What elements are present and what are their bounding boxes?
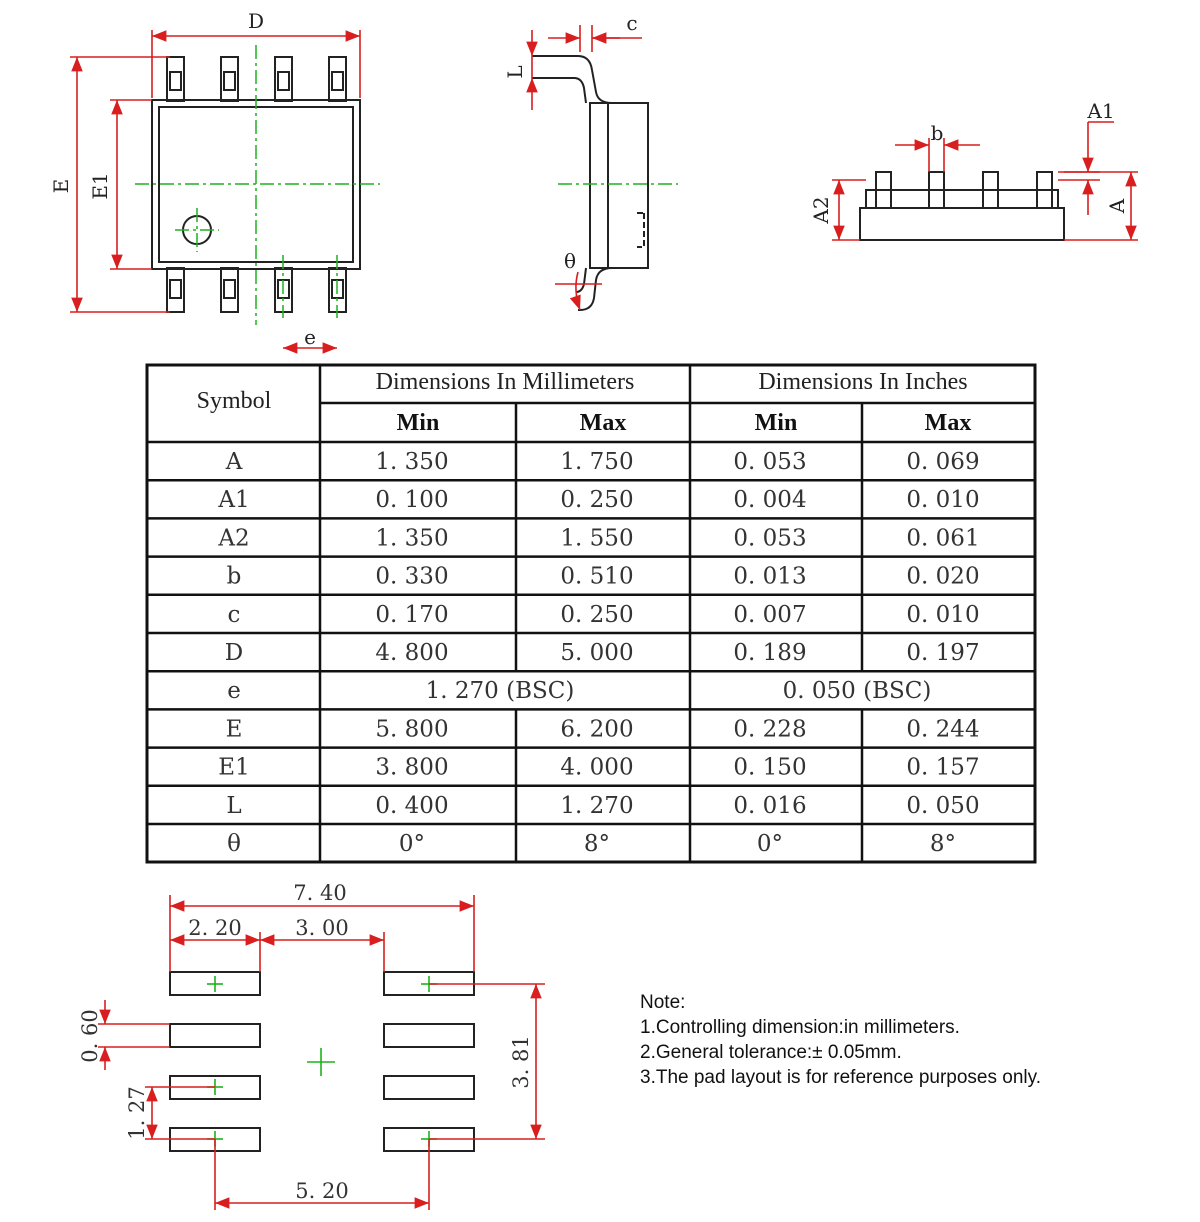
table-cell-in-bsc: 0. 050 (BSC) (783, 678, 932, 704)
table-cell-symbol: L (226, 793, 241, 819)
front-leads (875, 171, 1053, 209)
table-cell-mm-min: 0. 100 (375, 487, 448, 513)
table-cell-symbol: c (228, 602, 241, 628)
table-cell-in-max: 0. 020 (906, 564, 979, 590)
table-cell-symbol: e (227, 678, 241, 704)
dim-label-L: L (503, 65, 527, 78)
dim-label-b: b (931, 121, 944, 145)
table-cell-in-min: 0. 007 (733, 602, 806, 628)
table-cell-in-min: 0° (757, 831, 783, 857)
notes: Note: 1.Controlling dimension:in millime… (640, 992, 1041, 1088)
table-cell-mm-max: 5. 000 (560, 640, 633, 666)
pad-dim-span-rows: 3. 81 (509, 1035, 533, 1088)
table-cell-mm-max: 0. 250 (560, 487, 633, 513)
pad (169, 1023, 261, 1048)
table-cell-in-max: 0. 061 (906, 525, 979, 551)
table-cell-mm-max: 1. 750 (560, 449, 633, 475)
table-cell-mm-max: 6. 200 (560, 716, 633, 742)
header-symbol: Symbol (197, 388, 272, 414)
header-in-max: Max (925, 410, 972, 436)
table-cell-in-max: 8° (930, 831, 956, 857)
table-cell-mm-bsc: 1. 270 (BSC) (426, 678, 575, 704)
table-cell-mm-min: 3. 800 (375, 755, 448, 781)
dimension-table: Symbol Dimensions In Millimeters Dimensi… (145, 363, 1037, 864)
front-view: b A1 A A2 (809, 99, 1138, 241)
dim-label-E: E (49, 179, 73, 194)
table-cell-mm-min: 0. 170 (375, 602, 448, 628)
note-line-1: 1.Controlling dimension:in millimeters. (640, 1017, 960, 1038)
table-cell-in-max: 0. 069 (906, 449, 979, 475)
pad-dim-pitch: 1. 27 (125, 1086, 149, 1139)
pad-dim-inner-gap: 3. 00 (295, 916, 348, 940)
table-cell-mm-max: 0. 510 (560, 564, 633, 590)
front-body (859, 207, 1065, 241)
table-cell-mm-min: 0. 400 (375, 793, 448, 819)
table-cell-in-max: 0. 244 (906, 716, 979, 742)
side-body (589, 102, 649, 269)
table-cell-mm-min: 5. 800 (375, 716, 448, 742)
table-cell-mm-max: 8° (584, 831, 610, 857)
table-cell-in-min: 0. 013 (733, 564, 806, 590)
pad (383, 1075, 475, 1100)
header-inches: Dimensions In Inches (758, 369, 967, 395)
dim-label-E1: E1 (88, 172, 112, 199)
table-cell-mm-max: 1. 550 (560, 525, 633, 551)
pad-layout: 7. 40 2. 20 3. 00 0. 60 1. 27 3. 81 5. 2… (78, 881, 545, 1210)
table-cell-in-max: 0. 010 (906, 487, 979, 513)
top-view: D E E1 e (49, 9, 380, 354)
table-cell-in-min: 0. 189 (733, 640, 806, 666)
table-cell-mm-max: 1. 270 (560, 793, 633, 819)
pad-crosshairs (207, 976, 437, 1147)
note-title: Note: (640, 992, 685, 1013)
table-cell-symbol: b (227, 564, 242, 590)
dim-label-c: c (626, 11, 637, 35)
table-cell-symbol: E1 (218, 755, 249, 781)
table-cell-symbol: A (225, 449, 243, 475)
pad (383, 1023, 475, 1048)
table-cell-in-min: 0. 016 (733, 793, 806, 819)
table-cell-symbol: A1 (217, 487, 249, 513)
table-cell-in-min: 0. 150 (733, 755, 806, 781)
pad (169, 971, 261, 996)
table-cell-mm-min: 0. 330 (375, 564, 448, 590)
table-cell-mm-min: 1. 350 (375, 449, 448, 475)
table-cell-in-min: 0. 053 (733, 525, 806, 551)
table-cell-in-max: 0. 010 (906, 602, 979, 628)
dim-label-D: D (248, 9, 264, 33)
side-view: c L θ (503, 11, 678, 311)
table-cell-in-max: 0. 157 (906, 755, 979, 781)
table-cell-mm-min: 4. 800 (375, 640, 448, 666)
dim-label-A2: A2 (809, 196, 833, 224)
table-cell-mm-min: 0° (399, 831, 425, 857)
header-millimeters: Dimensions In Millimeters (376, 369, 635, 395)
header-mm-max: Max (580, 410, 627, 436)
note-line-2: 2.General tolerance:± 0.05mm. (640, 1042, 902, 1063)
dim-label-A1: A1 (1086, 99, 1114, 123)
header-mm-min: Min (397, 410, 440, 436)
table-cell-in-min: 0. 228 (733, 716, 806, 742)
pad-dim-center-span: 5. 20 (295, 1179, 348, 1203)
table-cell-in-max: 0. 050 (906, 793, 979, 819)
table-cell-symbol: D (225, 640, 243, 666)
header-in-min: Min (755, 410, 798, 436)
table-cell-mm-max: 0. 250 (560, 602, 633, 628)
pad-dim-pad-length: 2. 20 (188, 916, 241, 940)
table-cell-symbol: A2 (217, 525, 249, 551)
table-cell-in-min: 0. 053 (733, 449, 806, 475)
table-cell-symbol: θ (227, 831, 241, 857)
note-line-3: 3.The pad layout is for reference purpos… (640, 1067, 1041, 1088)
table-cell-mm-min: 1. 350 (375, 525, 448, 551)
dim-label-theta: θ (564, 249, 576, 273)
table-cell-mm-max: 4. 000 (560, 755, 633, 781)
dim-label-A: A (1105, 198, 1129, 214)
table-cell-in-min: 0. 004 (733, 487, 806, 513)
dim-label-e: e (304, 325, 316, 349)
pad-dim-total-width: 7. 40 (293, 881, 346, 905)
table-cell-in-max: 0. 197 (906, 640, 979, 666)
pad-dim-pad-width: 0. 60 (78, 1009, 102, 1062)
table-cell-symbol: E (226, 716, 243, 742)
